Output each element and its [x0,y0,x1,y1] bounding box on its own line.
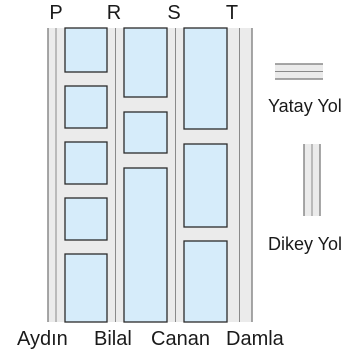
city-block-c1-1 [64,27,108,73]
top-label-p: P [49,2,63,24]
legend-horizontal-road-label: Yatay Yol [268,96,342,116]
top-label-s: S [167,2,181,24]
city-block-c1-2 [64,85,108,129]
city-block-c3-1 [183,27,228,130]
city-block-c3-3 [183,240,228,323]
city-block-c1-4 [64,197,108,241]
city-block-c2-2 [123,111,168,154]
legend-vertical-road-label: Dikey Yol [268,234,343,254]
lane-markings [55,28,240,322]
city-block-c2-3 [123,167,168,323]
top-label-r: R [106,2,122,24]
bottom-label-aydin: Aydın [17,328,68,350]
city-blocks [64,27,228,323]
city-block-c3-2 [183,143,228,228]
road-edges [47,28,253,322]
bottom-label-damla: Damla [226,328,284,350]
city-block-c2-1 [123,27,168,98]
bottom-label-bilal: Bilal [94,328,132,350]
city-block-c1-3 [64,141,108,185]
legend-vertical-road [303,144,321,216]
legend-horizontal-road [275,63,323,80]
bottom-label-canan: Canan [151,328,210,350]
top-label-t: T [225,2,239,24]
city-block-c1-5 [64,253,108,323]
